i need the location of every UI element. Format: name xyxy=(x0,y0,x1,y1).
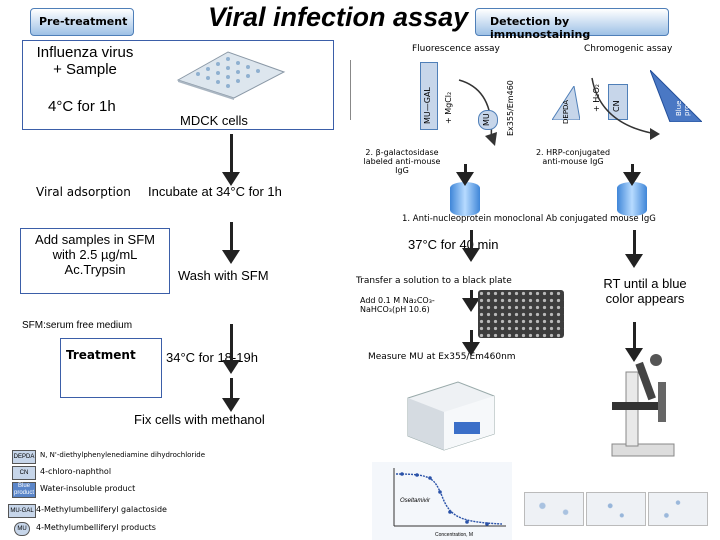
arrow-down-right-1 xyxy=(462,230,480,262)
mgcl2-label: + MgCl₂ xyxy=(444,91,453,124)
arrow-down-right-2 xyxy=(625,230,643,268)
arrow-to-chromo-tube xyxy=(623,164,641,186)
fluor-antibody-label: 2. β-galactosidase labeled anti-mouse Ig… xyxy=(363,148,441,175)
wash-label: Wash with SFM xyxy=(178,268,269,283)
arrow-down-right-4 xyxy=(625,322,643,362)
incubate-37-label: 37°C for 40 min xyxy=(408,237,499,252)
arrow-down-right-5 xyxy=(462,330,480,356)
arrow-down-4 xyxy=(222,378,240,412)
chromo-antibody-tube xyxy=(617,182,647,216)
cell-plate-illustration xyxy=(176,51,286,100)
fluor-antibody-tube xyxy=(450,182,480,216)
fix-label: Fix cells with methanol xyxy=(134,412,265,427)
treatment-label: Treatment xyxy=(66,348,136,362)
arrow-down-2 xyxy=(222,222,240,264)
stained-well-2 xyxy=(586,492,646,526)
legend-mu-text: 4-Methylumbelliferyl products xyxy=(36,523,156,532)
blue-product-icon: Blue product xyxy=(12,482,36,498)
black-plate xyxy=(478,290,564,338)
incubate-34c-label: Incubate at 34°C for 1h xyxy=(148,184,282,199)
chromo-reaction-arc xyxy=(591,77,660,140)
plot-xlabel: Concentration, M xyxy=(435,532,474,538)
arrow-to-fluor-tube xyxy=(456,164,474,186)
cn-icon: CN xyxy=(12,466,36,480)
treatment-box xyxy=(60,338,162,398)
add-na-label: Add 0.1 M Na₂CO₃- NaHCO₃(pH 10.6) xyxy=(360,296,435,314)
pretreatment-header: Pre-treatment xyxy=(30,8,134,36)
influenza-label: Influenza virus + Sample xyxy=(36,44,134,78)
dose-response-plot xyxy=(372,462,512,540)
blue-product-shape xyxy=(650,70,702,122)
chromo-antibody-label: 2. HRP-conjugated anti-mouse IgG xyxy=(535,148,611,166)
add-samples-label: Add samples in SFM with 2.5 µg/mL Ac.Try… xyxy=(35,232,155,277)
pretreatment-label: Pre-treatment xyxy=(39,15,128,28)
incubate-4c-label: 4°C for 1h xyxy=(48,98,116,115)
depda-triangle xyxy=(552,86,580,120)
microscope-illustration xyxy=(611,354,675,457)
rt-until-label: RT until a blue color appears xyxy=(603,276,687,306)
mu-gal-box xyxy=(420,62,438,130)
depda-label: DEPDA xyxy=(562,99,570,124)
add-samples-box xyxy=(20,228,170,294)
mdck-label: MDCK cells xyxy=(180,113,248,128)
blue-product-label: Blue product xyxy=(675,89,691,116)
pretreatment-panel xyxy=(22,40,334,130)
measure-label: Measure MU at Ex355/Em460nm xyxy=(368,352,516,362)
mu-icon: MU xyxy=(14,522,30,536)
depda-icon: DEPDA xyxy=(12,450,36,464)
arrow-down-1 xyxy=(222,134,240,186)
ex-em-label: Ex355/Em460 xyxy=(506,80,515,136)
stained-well-3 xyxy=(648,492,708,526)
fluor-header: Fluorescence assay xyxy=(412,44,500,54)
arrow-down-3 xyxy=(222,324,240,374)
plot-title: Oseltamivir xyxy=(400,498,431,504)
legend-depda-text: N, N'-diethylphenylenediamine dihydrochl… xyxy=(40,451,206,459)
plate-reader-illustration xyxy=(407,381,495,451)
fluor-reaction-arc xyxy=(458,79,497,146)
primary-ab-label: 1. Anti-nucleoprotein monoclonal Ab conj… xyxy=(402,214,656,224)
mu-gal-icon: MU-GAL xyxy=(8,504,36,518)
page-title: Viral infection assay xyxy=(208,2,469,32)
viral-adsorption-label: Viral adsorption xyxy=(36,185,131,199)
legend-cn-text: 4-chloro-naphthol xyxy=(40,467,112,476)
transfer-label: Transfer a solution to a black plate xyxy=(356,276,512,286)
sfm-note: SFM:serum free medium xyxy=(22,320,133,331)
incubate-18h-label: 34°C for 18-19h xyxy=(166,350,258,365)
mu-circle xyxy=(478,110,498,130)
mu-gal-label: MU—GAL xyxy=(423,87,432,124)
legend-blue-text: Water-insoluble product xyxy=(40,484,136,493)
detection-header: Detection by immunostaining xyxy=(475,8,669,41)
arrow-down-right-3 xyxy=(462,290,480,312)
legend-mugal-text: 4-Methylumbelliferyl galactoside xyxy=(36,505,167,514)
stained-well-1 xyxy=(524,492,584,526)
chromo-header: Chromogenic assay xyxy=(584,44,673,54)
divider xyxy=(350,60,351,120)
detection-label: Detection by immunostaining xyxy=(490,15,591,41)
mu-label: MU xyxy=(482,113,491,126)
